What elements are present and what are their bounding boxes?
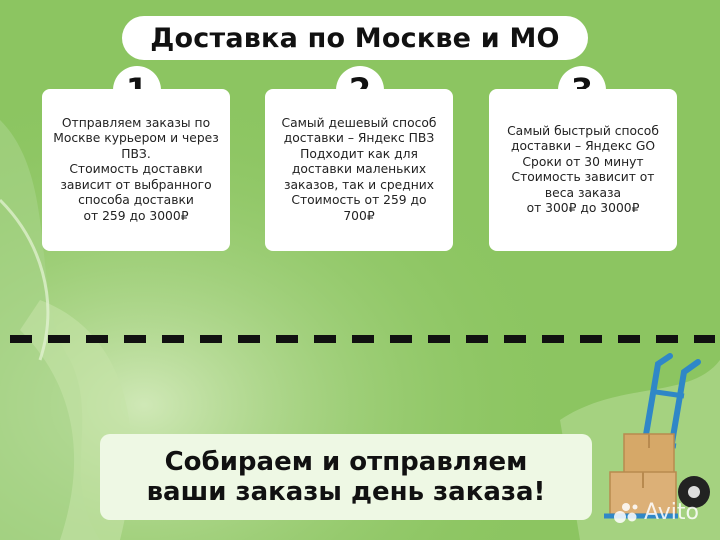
- avito-watermark: Avito: [612, 500, 699, 525]
- dashed-divider: [10, 335, 715, 343]
- delivery-option-card-3: Самый быстрый способ доставки – Яндекс G…: [489, 89, 677, 251]
- banner-text: Собираем и отправляем ваши заказы день з…: [146, 447, 546, 507]
- avito-wordmark: Avito: [644, 500, 699, 525]
- same-day-banner: Собираем и отправляем ваши заказы день з…: [100, 434, 592, 520]
- avito-logo-icon: [614, 502, 638, 523]
- delivery-option-text-2: Самый дешевый способ доставки – Яндекс П…: [281, 115, 437, 223]
- delivery-option-card-2: Самый дешевый способ доставки – Яндекс П…: [265, 89, 453, 251]
- delivery-option-text-1: Отправляем заказы по Москве курьером и ч…: [53, 115, 219, 223]
- page-title: Доставка по Москве и МО: [122, 16, 588, 60]
- delivery-option-text-3: Самый быстрый способ доставки – Яндекс G…: [507, 123, 659, 216]
- delivery-option-card-1: Отправляем заказы по Москве курьером и ч…: [42, 89, 230, 251]
- hand-truck-icon: [604, 353, 710, 519]
